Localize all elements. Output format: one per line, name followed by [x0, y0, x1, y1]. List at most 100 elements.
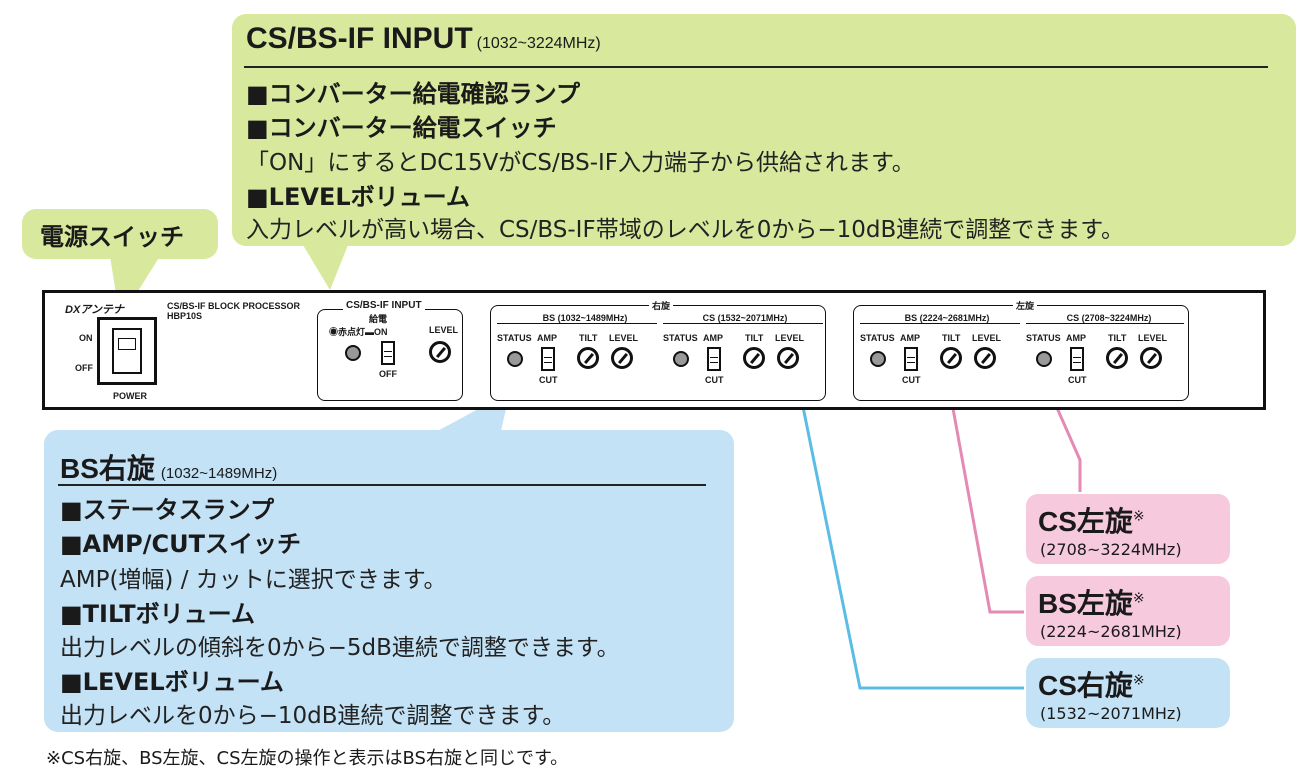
- cs-left-level-knob[interactable]: [1140, 347, 1162, 369]
- bs-right-callout: [44, 430, 734, 732]
- cs-bs-if-line-1: ■コンバーター給電確認ランプ: [246, 80, 580, 108]
- cs-left-tilt-knob[interactable]: [1106, 347, 1128, 369]
- input-level-knob[interactable]: [429, 341, 451, 363]
- bs-right-title: BS右旋(1032~1489MHz): [60, 453, 278, 484]
- cs-right-level-knob[interactable]: [777, 347, 799, 369]
- input-frame-title: CS/BS-IF INPUT: [343, 300, 425, 311]
- lamp-label-text: 赤点灯: [338, 327, 366, 337]
- bs-left-mark: ※: [1132, 589, 1145, 606]
- feed-switch[interactable]: [381, 341, 395, 365]
- bs-right-tilt-label: TILT: [579, 333, 598, 343]
- lamp-label: ◉赤点灯▬ON: [329, 327, 388, 337]
- bs-right-line-4: ■TILTボリューム: [60, 600, 255, 628]
- input-on-label: ON: [374, 327, 388, 337]
- bs-right-line-1: ■ステータスランプ: [60, 496, 274, 524]
- bs-left-level-knob[interactable]: [974, 347, 996, 369]
- bs-right-line-7: 出力レベルを0から−10dB連続で調整できます。: [60, 703, 566, 729]
- cs-bs-if-line-5: 入力レベルが高い場合、CS/BS-IF帯域のレベルを0から−10dB連続で調整で…: [246, 217, 1124, 243]
- cs-left-callout: [1026, 494, 1230, 564]
- cs-bs-if-title: CS/BS-IF INPUT(1032~3224MHz): [246, 22, 601, 55]
- band-cs-right-underline: [663, 323, 823, 324]
- power-label: POWER: [113, 391, 148, 401]
- cs-right-level-label: LEVEL: [775, 333, 805, 343]
- bs-right-line-6: ■LEVELボリューム: [60, 668, 284, 696]
- band-bs-right-underline: [497, 323, 657, 324]
- bs-right-amp-switch[interactable]: [541, 347, 555, 371]
- cs-right-status-label: STATUS: [663, 333, 698, 343]
- bs-left-level-label: LEVEL: [972, 333, 1002, 343]
- band-cs-left-underline: [1026, 323, 1184, 324]
- cs-right-title: CS右旋※: [1038, 670, 1145, 701]
- band-bs-left-underline: [860, 323, 1020, 324]
- model-line-2: HBP10S: [167, 311, 203, 321]
- bs-right-amp-label: AMP: [537, 333, 557, 343]
- cs-bs-if-rule: [244, 66, 1268, 68]
- cs-left-status-lamp: [1036, 351, 1052, 367]
- cs-right-status-lamp: [673, 351, 689, 367]
- power-off-label: OFF: [75, 363, 93, 373]
- cs-left-status-label: STATUS: [1026, 333, 1061, 343]
- brand-logo: DXアンテナ: [65, 304, 124, 316]
- cs-right-amp-label: AMP: [703, 333, 723, 343]
- cs-left-title: CS左旋※: [1038, 506, 1145, 537]
- left-group-label: 左旋: [1013, 299, 1038, 312]
- input-level-label: LEVEL: [429, 325, 459, 335]
- cs-right-tilt-knob[interactable]: [743, 347, 765, 369]
- bs-left-tilt-label: TILT: [942, 333, 961, 343]
- bs-left-tilt-knob[interactable]: [940, 347, 962, 369]
- model-line-1: CS/BS-IF BLOCK PROCESSOR: [167, 301, 301, 311]
- bs-right-rule: [58, 484, 706, 486]
- bs-right-level-knob[interactable]: [611, 347, 633, 369]
- footnote: ※CS右旋、BS左旋、CS左旋の操作と表示はBS右旋と同じです。: [46, 748, 569, 769]
- cs-right-leader: [798, 391, 1024, 690]
- cs-left-tilt-label: TILT: [1108, 333, 1127, 343]
- bs-right-cut-label: CUT: [539, 375, 558, 385]
- band-bs-right-label: BS (1032~1489MHz): [542, 313, 628, 323]
- bs-right-freq: (1032~1489MHz): [160, 465, 278, 482]
- power-switch[interactable]: [97, 317, 157, 385]
- bs-left-amp-switch[interactable]: [904, 347, 918, 371]
- cs-right-callout: [1026, 658, 1230, 728]
- cs-left-level-label: LEVEL: [1138, 333, 1168, 343]
- bs-right-tilt-knob[interactable]: [577, 347, 599, 369]
- cs-right-amp-switch[interactable]: [707, 347, 721, 371]
- bs-left-cut-label: CUT: [902, 375, 921, 385]
- bs-left-status-label: STATUS: [860, 333, 895, 343]
- bs-left-callout: [1026, 576, 1230, 646]
- bs-right-status-lamp: [507, 351, 523, 367]
- cs-right-tilt-label: TILT: [745, 333, 764, 343]
- power-switch-label: 電源スイッチ: [40, 223, 184, 251]
- power-on-label: ON: [79, 333, 93, 343]
- band-bs-left-label: BS (2224~2681MHz): [904, 313, 990, 323]
- cs-left-leader: [1048, 391, 1082, 492]
- band-cs-left-label: CS (2708~3224MHz): [1066, 313, 1152, 323]
- feed-label: 給電: [369, 314, 388, 324]
- bs-right-level-label: LEVEL: [609, 333, 639, 343]
- cs-left-mark: ※: [1132, 507, 1145, 524]
- bs-right-line-2: ■AMP/CUTスイッチ: [60, 530, 301, 558]
- cs-bs-if-callout-pointer: [300, 240, 350, 290]
- cs-bs-if-freq: (1032~3224MHz): [476, 35, 601, 52]
- cs-bs-if-line-2: ■コンバーター給電スイッチ: [246, 114, 557, 142]
- bs-left-amp-label: AMP: [900, 333, 920, 343]
- cs-right-cut-label: CUT: [705, 375, 724, 385]
- cs-left-amp-label: AMP: [1066, 333, 1086, 343]
- bs-left-freq: (2224~2681MHz): [1040, 622, 1182, 641]
- cs-left-amp-switch[interactable]: [1070, 347, 1084, 371]
- cs-left-cut-label: CUT: [1068, 375, 1087, 385]
- input-off-label: OFF: [379, 369, 397, 379]
- bs-left-status-lamp: [870, 351, 886, 367]
- band-cs-right-label: CS (1532~2071MHz): [702, 313, 788, 323]
- cs-left-freq: (2708~3224MHz): [1040, 540, 1182, 559]
- feed-lamp: [345, 345, 361, 361]
- bs-left-leader: [948, 391, 1024, 614]
- cs-bs-if-callout: [232, 14, 1296, 246]
- cs-right-freq: (1532~2071MHz): [1040, 704, 1182, 723]
- bs-right-line-3: AMP(増幅) / カットに選択できます。: [60, 567, 447, 593]
- bs-right-line-5: 出力レベルの傾斜を0から−5dB連続で調整できます。: [60, 635, 620, 661]
- right-group-label: 右旋: [649, 299, 674, 312]
- power-switch-callout: [22, 209, 218, 259]
- cs-bs-if-line-3: 「ON」にするとDC15VがCS/BS-IF入力端子から供給されます。: [246, 150, 915, 176]
- cs-bs-if-line-4: ■LEVELボリューム: [246, 183, 470, 211]
- device-front-panel: DXアンテナ CS/BS-IF BLOCK PROCESSOR HBP10S O…: [42, 290, 1266, 410]
